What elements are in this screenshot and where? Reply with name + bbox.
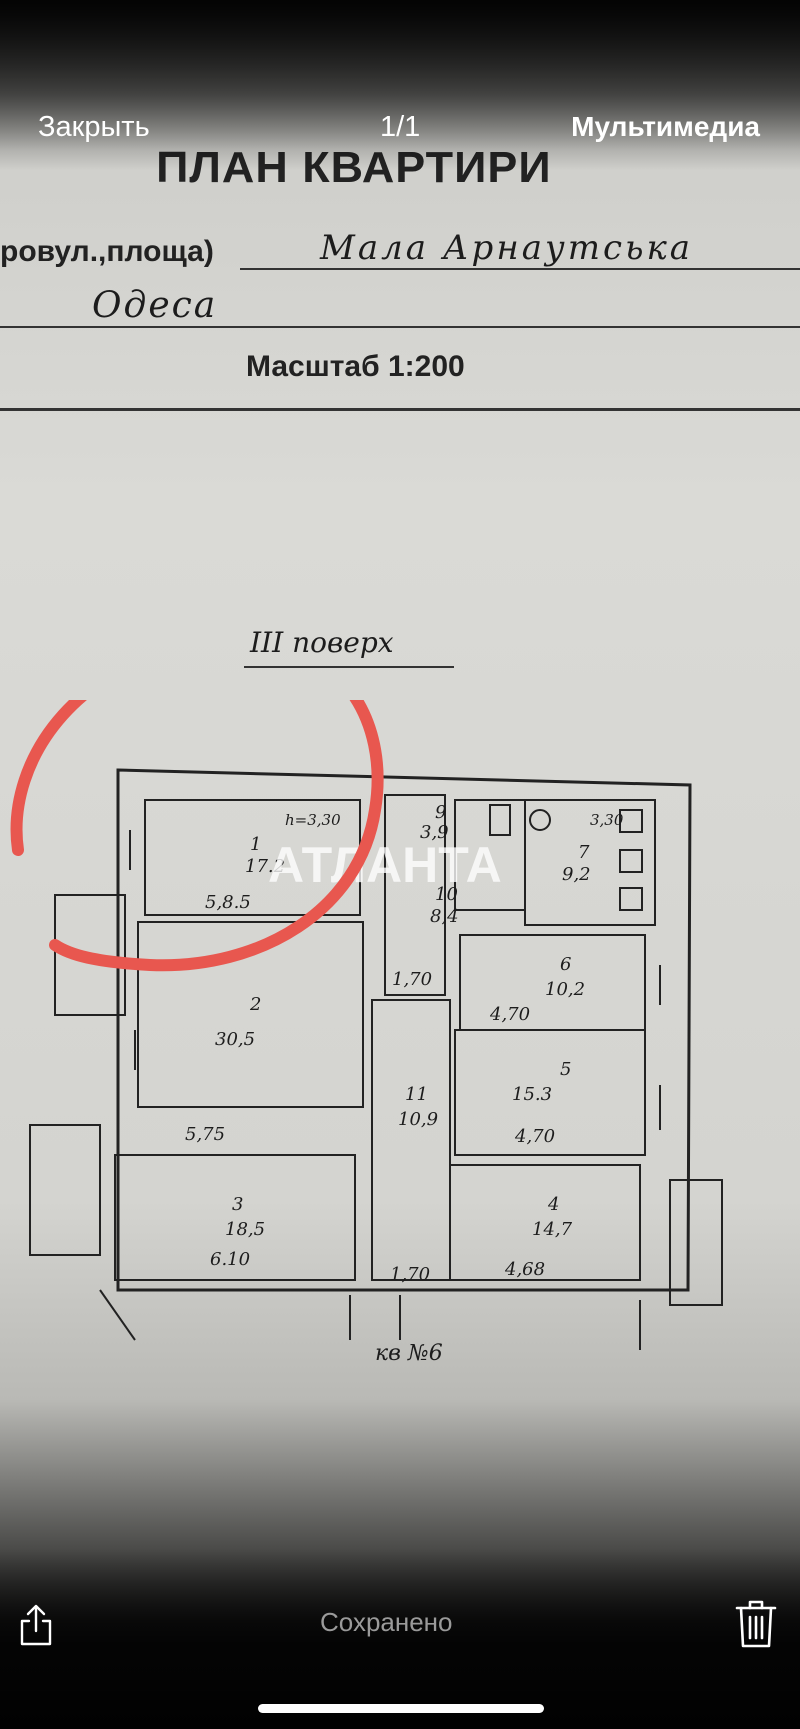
street-underline <box>240 268 800 270</box>
share-button[interactable] <box>18 1603 54 1647</box>
top-nav-bar: Закрыть 1/1 Мультимедиа <box>0 0 800 170</box>
room-1-height: h=3,30 <box>285 811 341 829</box>
room-11-number: 11 <box>405 1084 428 1105</box>
room-6-width: 4,70 <box>489 1004 530 1025</box>
trash-icon <box>735 1600 777 1648</box>
room-9-area: 3,9 <box>420 822 449 843</box>
room-7-number: 7 <box>578 842 590 863</box>
room-2-area: 30,5 <box>215 1029 255 1050</box>
city-underline <box>0 326 800 328</box>
room-11-width: 1,70 <box>390 1264 430 1285</box>
room-4-width: 4,68 <box>504 1259 545 1280</box>
room-5-width: 4,70 <box>514 1126 555 1147</box>
annotation-circle <box>10 700 384 972</box>
header-divider <box>0 408 800 411</box>
page-counter: 1/1 <box>380 111 421 143</box>
room-2-number: 2 <box>249 994 261 1015</box>
room-5-number: 5 <box>560 1059 571 1080</box>
close-button[interactable]: Закрыть <box>38 111 150 143</box>
floor-underline <box>244 666 454 668</box>
floor-label: III поверх <box>250 626 394 659</box>
home-indicator[interactable] <box>258 1704 544 1713</box>
room-3-width: 6.10 <box>210 1249 250 1270</box>
room-1-number: 1 <box>250 834 261 855</box>
city-value: Одеса <box>92 285 218 326</box>
delete-button[interactable] <box>734 1598 778 1650</box>
room-7-width: 3,30 <box>590 811 624 829</box>
room-1-width: 5,8.5 <box>205 892 251 913</box>
street-label: ровул.,площа) <box>0 235 214 268</box>
saved-status: Сохранено <box>320 1607 453 1637</box>
watermark: АТЛАНТА <box>268 837 502 893</box>
media-button[interactable]: Мультимедиа <box>571 111 760 142</box>
share-icon <box>20 1604 52 1646</box>
floor-plan: 1 17.2 5,8.5 h=3,30 2 30,5 5,75 3 18,5 6… <box>10 700 723 1366</box>
room-4-area: 14,7 <box>532 1219 573 1240</box>
street-value: Мала Арнаутська <box>320 228 694 268</box>
apartment-label: кв №6 <box>375 1341 443 1366</box>
room-4-number: 4 <box>547 1194 559 1215</box>
room-9-number: 9 <box>435 802 446 823</box>
room-10-number: 10 <box>435 884 458 905</box>
room-10-width: 1,70 <box>392 969 432 990</box>
room-10-area: 8,4 <box>430 906 459 927</box>
room-2-width: 5,75 <box>185 1124 225 1145</box>
room-7-area: 9,2 <box>562 864 591 885</box>
room-1-area: 17.2 <box>245 856 285 877</box>
room-5-area: 15.3 <box>512 1084 552 1105</box>
room-3-area: 18,5 <box>225 1219 265 1240</box>
room-3-number: 3 <box>232 1194 243 1215</box>
scale-label: Масштаб 1:200 <box>246 350 465 383</box>
bottom-toolbar <box>0 1549 800 1729</box>
room-11-area: 10,9 <box>398 1109 438 1130</box>
room-6-number: 6 <box>560 954 571 975</box>
room-6-area: 10,2 <box>545 979 585 1000</box>
